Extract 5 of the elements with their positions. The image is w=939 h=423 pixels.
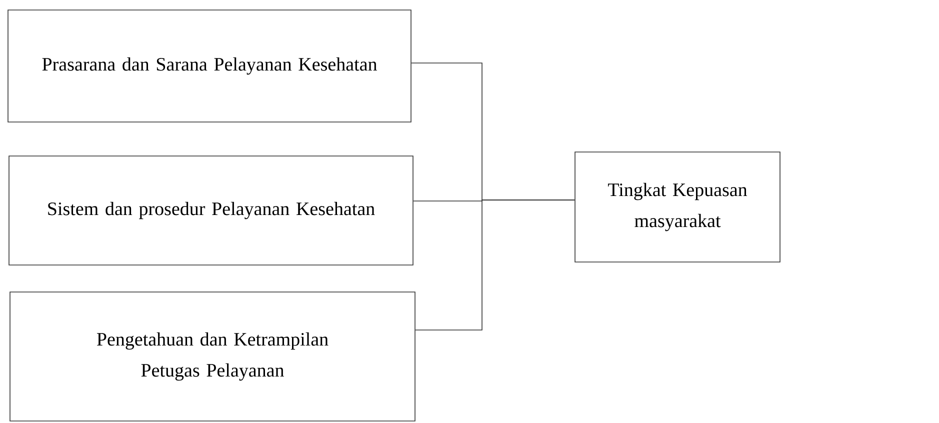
text-box: Prasarana dan Sarana Pelayanan Kesehatan bbox=[8, 10, 412, 122]
connector-line bbox=[415, 200, 575, 330]
text-box: Sistem dan prosedur Pelayanan Kesehatan bbox=[8, 156, 414, 266]
text-box: Tingkat Kepuasan masyarakat bbox=[574, 152, 780, 262]
text-box: Pengetahuan dan Ketrampilan Petugas Pelayanan bbox=[10, 292, 416, 422]
